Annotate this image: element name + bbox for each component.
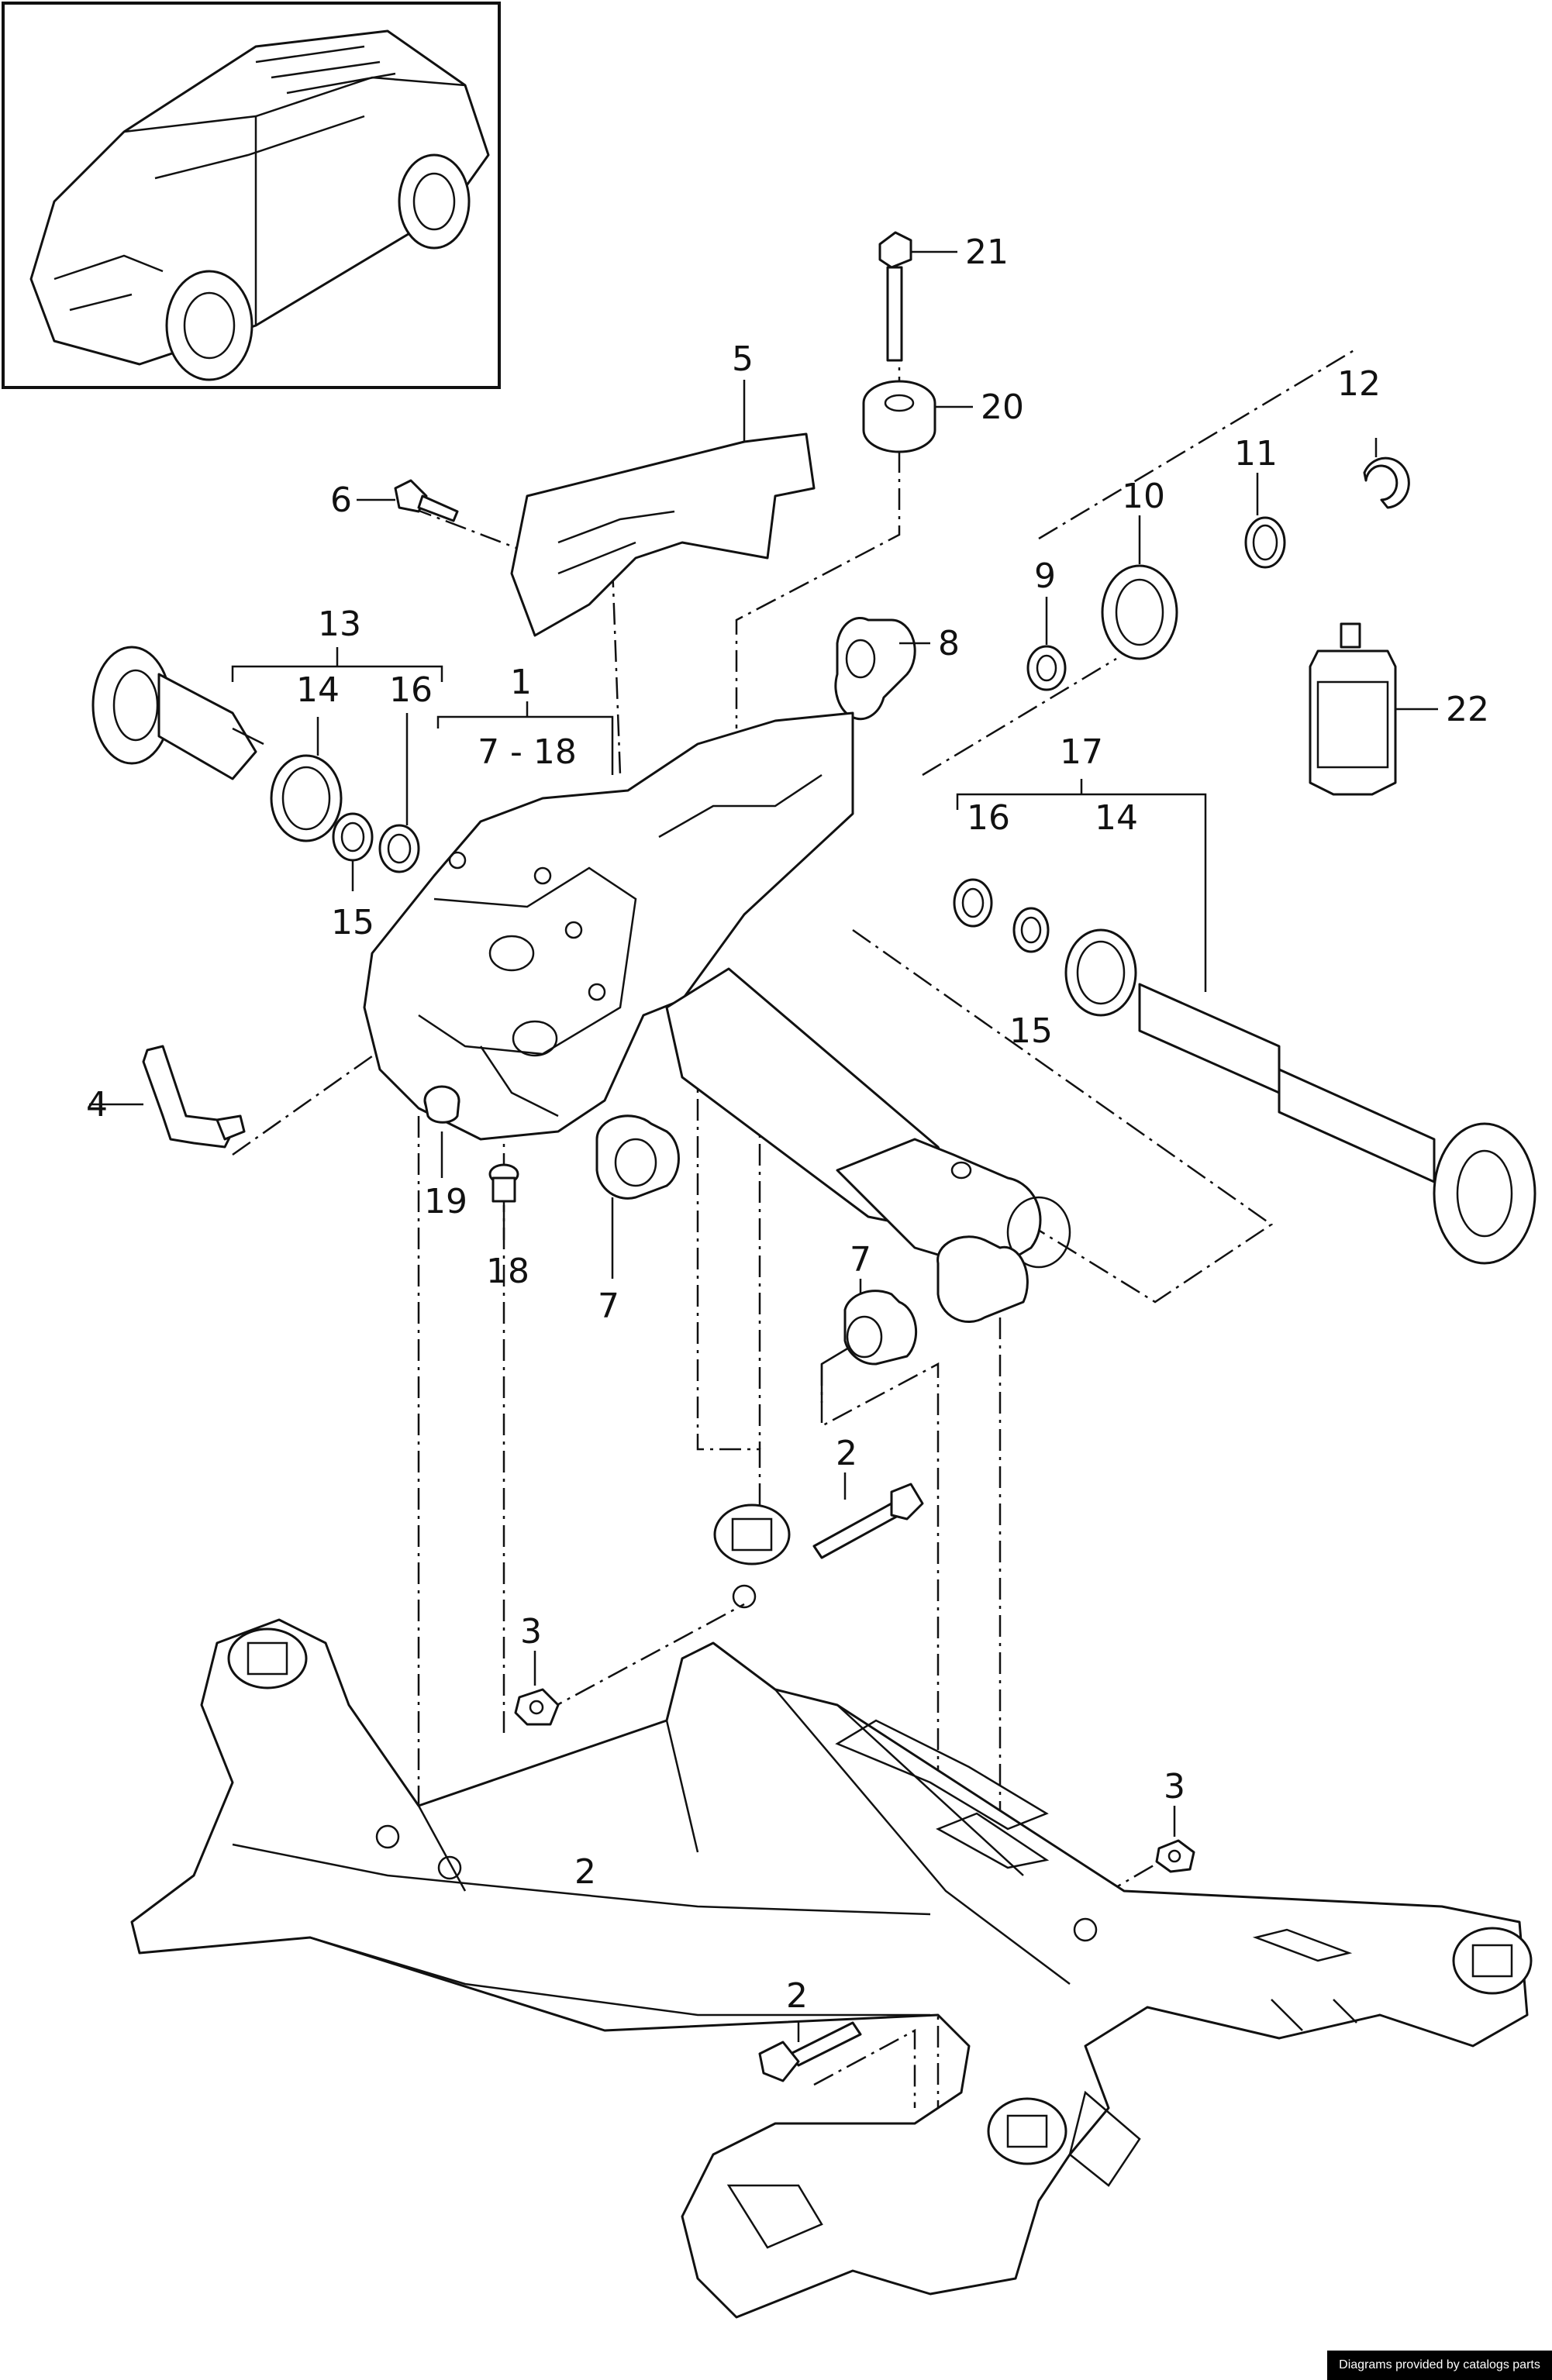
callout-14b: 14: [1095, 798, 1138, 838]
part-seal-14a: [270, 717, 343, 842]
callout-2c: 2: [786, 1976, 808, 2016]
callout-4: 4: [86, 1085, 108, 1125]
part-plug-19: [423, 1085, 460, 1178]
part-plug-18: [488, 1163, 519, 1240]
callout-17: 17: [1060, 732, 1103, 772]
part-bushing-7b: [843, 1235, 1029, 1366]
callout-10: 10: [1122, 477, 1165, 516]
callout-20: 20: [981, 387, 1024, 427]
part-bolt-2c: [758, 2015, 862, 2082]
part-bolt-2a: [812, 1472, 924, 1559]
callout-6: 6: [330, 480, 352, 520]
callout-9: 9: [1034, 556, 1056, 596]
callout-15b: 15: [1009, 1011, 1053, 1051]
callout-13: 13: [318, 604, 361, 644]
callout-16a: 16: [389, 670, 433, 710]
part-bushing-20: [862, 380, 973, 453]
part-fluid-bottle-22: [1309, 622, 1438, 796]
callout-3a: 3: [520, 1612, 542, 1652]
callout-12: 12: [1337, 364, 1381, 404]
callout-7a: 7: [598, 1286, 619, 1326]
callout-2a: 2: [836, 1434, 857, 1473]
callout-1: 1: [510, 663, 532, 702]
part-bushing-8: [834, 616, 930, 721]
part-ring-11: [1244, 473, 1286, 569]
callout-21: 21: [965, 232, 1009, 272]
part-bolt-6: [357, 479, 459, 522]
callout-5: 5: [732, 339, 754, 379]
part-nut-3a: [514, 1651, 560, 1726]
part-flange-shaft-13: [91, 646, 264, 780]
part-drive-shaft-17: [953, 878, 1536, 1265]
part-seal-10: [1101, 515, 1178, 660]
callout-11: 11: [1234, 434, 1278, 474]
part-circlip-16a: [378, 713, 420, 873]
callout-19: 19: [424, 1182, 467, 1221]
callout-16b: 16: [967, 798, 1010, 838]
vehicle-thumbnail: [2, 2, 501, 389]
part-differential-1: [363, 711, 1071, 1273]
credit-badge: Diagrams provided by catalogs parts: [1327, 2351, 1552, 2380]
part-bushing-7a: [595, 1114, 680, 1279]
callout-1-range: 7 - 18: [478, 732, 577, 772]
callout-3b: 3: [1164, 1767, 1185, 1807]
part-circlip-12: [1363, 438, 1410, 509]
callout-8: 8: [938, 624, 960, 663]
part-ring-15a: [332, 812, 374, 891]
callout-14a: 14: [296, 670, 340, 710]
part-nut-3b: [1155, 1806, 1195, 1873]
part-sensor-4: [89, 1045, 246, 1149]
part-subframe: [130, 1503, 1533, 2319]
part-heat-shield: [510, 380, 816, 637]
callout-15a: 15: [331, 903, 374, 942]
callout-labels: 1 7 - 18 2 2 2 3 3 4 5 6 7 7 8 9 10 11 1…: [86, 232, 1489, 2016]
part-ring-9: [1026, 597, 1067, 691]
callout-2b: 2: [574, 1852, 596, 1892]
callout-18: 18: [486, 1252, 529, 1291]
callout-7b: 7: [850, 1240, 871, 1280]
part-bolt-21: [878, 231, 957, 362]
callout-22: 22: [1446, 690, 1489, 729]
